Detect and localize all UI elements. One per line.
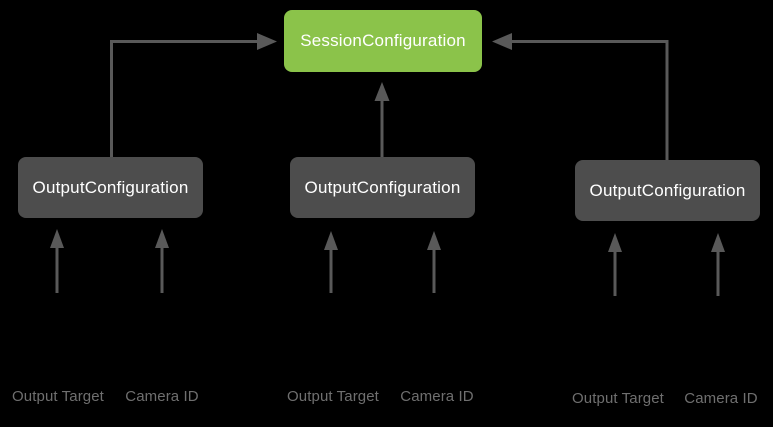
input-label-camera-id-2: Camera ID (400, 388, 474, 405)
arrowhead-up-icon (155, 229, 169, 248)
arrow-output2-to-session (492, 33, 669, 161)
session-configuration-node: SessionConfiguration (284, 10, 482, 72)
input-label-output-target-1: Output Target (12, 388, 104, 405)
arrowhead-up-icon (711, 233, 725, 252)
arrow-output-target-to-output2 (608, 233, 622, 296)
arrow-camera-id-to-output2 (711, 233, 725, 296)
input-label-output-target-2: Output Target (287, 388, 379, 405)
output-configuration-node-2: OutputConfiguration (290, 157, 475, 218)
arrow-camera-id-to-output0 (155, 229, 169, 293)
arrowhead-up-icon (50, 229, 64, 248)
arrow-camera-id-to-output1 (427, 231, 441, 293)
arrowhead-up-icon (427, 231, 441, 250)
arrow-output-target-to-output0 (50, 229, 64, 293)
arrow-output1-to-session (374, 82, 390, 158)
arrow-output-target-to-output1 (324, 231, 338, 293)
arrowhead-up-icon (324, 231, 338, 250)
arrowhead-up-icon (374, 82, 390, 101)
output-configuration-node-3: OutputConfiguration (575, 160, 760, 221)
input-label-camera-id-1: Camera ID (125, 388, 199, 405)
output-configuration-node-1: OutputConfiguration (18, 157, 203, 218)
arrow-output0-to-session (110, 33, 277, 158)
arrowhead-left-icon (492, 33, 512, 50)
arrowhead-right-icon (257, 33, 277, 50)
arrowhead-up-icon (608, 233, 622, 252)
input-label-output-target-3: Output Target (572, 390, 664, 407)
input-label-camera-id-3: Camera ID (684, 390, 758, 407)
